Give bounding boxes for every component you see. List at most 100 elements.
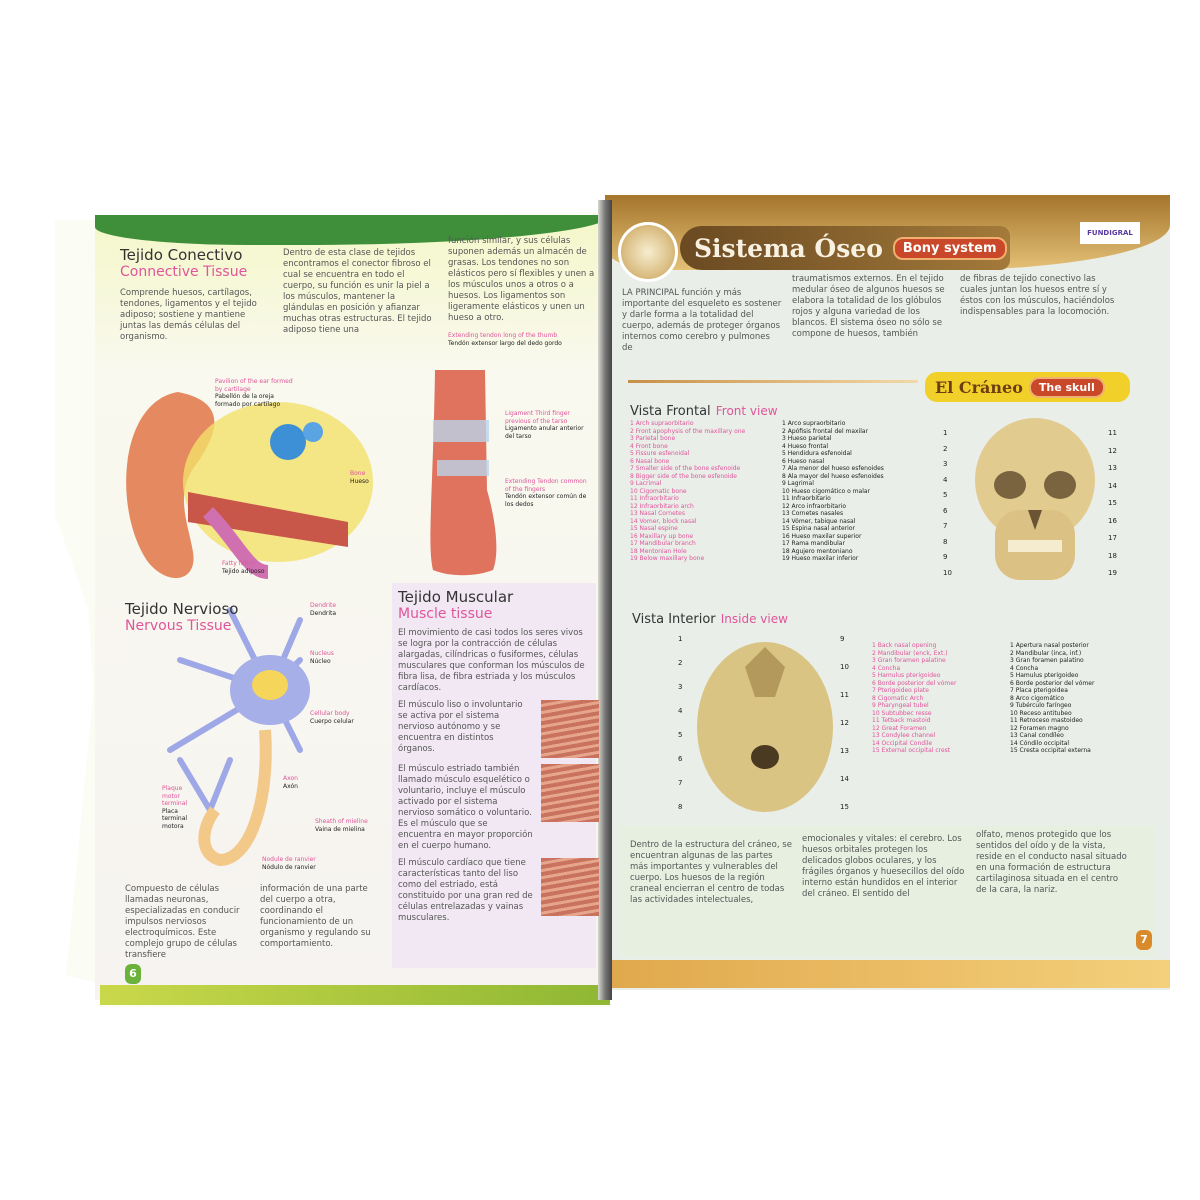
- inside-label-en: 5 Hamulus pterigoideo: [872, 672, 941, 679]
- muscle-striated-text: El músculo estriado también llamado músc…: [398, 764, 533, 851]
- front-view-title: Vista Frontal: [630, 404, 711, 419]
- divider: [628, 380, 918, 383]
- inside-label-es: 6 Borde posterior del vómer: [1010, 679, 1095, 687]
- front-label-es: 7 Ala menor del hueso esfenoides: [782, 465, 884, 472]
- publisher-logo: FUNDIGRAL: [1080, 222, 1140, 244]
- inside-label-es: 8 Arco cigomático: [1010, 694, 1064, 702]
- front-label-es: 4 Hueso frontal: [782, 442, 829, 450]
- inside-label-es: 14 Cóndilo occipital: [1010, 739, 1070, 747]
- inside-label-en: 15 External occipital crest: [872, 747, 951, 754]
- foot-label-2: Ligament Third finger previous of the ta…: [505, 410, 584, 440]
- inside-label-en: 8 Cigomatic Arch: [872, 694, 924, 702]
- front-label-en: 8 Bigger side of the bone esfenoide: [630, 472, 737, 480]
- right-footer-band: [605, 960, 1170, 988]
- front-label-es: 1 Arco supraorbitario: [782, 420, 846, 427]
- skull-title: El Cráneo: [935, 377, 1023, 397]
- skull-text-3: olfato, menos protegido que los sentidos…: [976, 830, 1127, 895]
- skull-inside-illustration: [697, 642, 833, 812]
- callout-number: 11: [840, 691, 849, 699]
- nervous-col1-flow: Compuesto de células llamadas neuronas, …: [125, 884, 250, 984]
- bony-intro-1: LA PRINCIPAL función y más importante de…: [622, 288, 782, 353]
- right-page-number: 7: [1136, 930, 1152, 950]
- inside-label-en: 14 Occipital Condile: [872, 739, 933, 747]
- inside-view-subtitle: Inside view: [720, 612, 788, 626]
- system-banner: Sistema Óseo Bony system: [680, 226, 1010, 270]
- front-label-en: 14 Vomer, block nasal: [630, 517, 697, 525]
- front-label-en: 17 Mandibular branch: [630, 540, 696, 547]
- muscle-section: Tejido Muscular Muscle tissue El movimie…: [392, 583, 599, 968]
- callout-number: 14: [840, 775, 849, 783]
- callout-number: 13: [840, 747, 849, 755]
- callout-number: 15: [1108, 499, 1117, 507]
- callout-number: 6: [678, 755, 683, 763]
- connective-text-2: Dentro de esta clase de tejidos encontra…: [283, 248, 432, 335]
- callout-number: 9: [943, 553, 948, 562]
- callout-number: 10: [943, 569, 952, 577]
- front-label-es: 19 Hueso maxilar inferior: [782, 555, 859, 562]
- front-label-es: 12 Arco infraorbitario: [782, 502, 847, 510]
- front-label-en: 11 Infraorbitario: [630, 495, 679, 502]
- inside-label-es: 5 Hamulus pterigoideo: [1010, 672, 1079, 679]
- inside-label-en: 3 Gran foramen palatine: [872, 657, 946, 664]
- muscle-smooth-text: El músculo liso o involuntario se activa…: [398, 700, 523, 754]
- callout-number: 8: [678, 803, 683, 811]
- callout-number: 1: [943, 429, 948, 437]
- callout-number: 5: [678, 731, 683, 739]
- callout-number: 2: [943, 444, 948, 453]
- front-label-es: 3 Hueso parietal: [782, 435, 832, 442]
- front-view-subtitle: Front view: [715, 404, 778, 418]
- cardiac-muscle-row: El músculo cardíaco que tiene caracterís…: [398, 858, 599, 924]
- skull-subtitle: The skull: [1028, 376, 1105, 398]
- bony-intro-3: de fibras de tejido conectivo las cuales…: [960, 274, 1115, 317]
- skull-front-illustration: [975, 418, 1095, 580]
- front-label-en: 12 Infraorbitario arch: [630, 502, 694, 510]
- system-subtitle: Bony system: [892, 236, 1007, 260]
- front-label-en: 2 Front apophysis of the maxillary one: [630, 427, 746, 435]
- cardiac-muscle-image: [541, 858, 599, 916]
- callout-number: 14: [1108, 481, 1117, 490]
- callout-number: 11: [1108, 429, 1117, 437]
- front-label-en: 15 Nasal espine: [630, 525, 678, 532]
- left-page-number: 6: [125, 964, 141, 984]
- neuron-illustration: [167, 607, 310, 867]
- inside-label-es: 12 Foramen magno: [1010, 724, 1069, 732]
- front-label-en: 10 Cigomatic bone: [630, 487, 687, 495]
- front-label-es: 9 Lagrimal: [782, 480, 814, 487]
- front-label-es: 6 Hueso nasal: [782, 457, 825, 465]
- front-label-es: 14 Vómer, tabique nasal: [782, 517, 856, 525]
- nervous-title: Tejido Nervioso: [125, 600, 239, 618]
- inside-label-en: 6 Borde posterior del vómer: [872, 679, 957, 687]
- front-label-es: 5 Hendidura esfenoidal: [782, 450, 852, 457]
- callout-number: 9: [840, 635, 845, 643]
- smooth-muscle-row: El músculo liso o involuntario se activa…: [398, 700, 599, 758]
- nervous-heading: Tejido Nervioso Nervous Tissue: [125, 600, 238, 634]
- inside-view-heading: Vista Interior Inside view: [632, 608, 788, 627]
- front-label-en: 6 Nasal bone: [630, 457, 670, 465]
- front-label-es: 18 Agujero mentoniano: [782, 547, 853, 555]
- front-label-en: 16 Maxillary up bone: [630, 532, 694, 540]
- inside-view-title: Vista Interior: [632, 612, 716, 627]
- smooth-muscle-image: [541, 700, 599, 758]
- ear-illustration: [126, 392, 373, 579]
- callout-number: 16: [1108, 516, 1117, 525]
- front-label-en: 1 Arch supraorbitario: [630, 420, 694, 427]
- book-gutter: [598, 200, 612, 1000]
- callout-number: 7: [678, 779, 683, 787]
- callout-number: 6: [943, 506, 948, 515]
- inside-label-es: 1 Apertura nasal posterior: [1010, 642, 1089, 649]
- inside-label-en: 10 Subtubbec resse: [872, 709, 932, 717]
- inside-label-en: 2 Mandibular (enck, Ext.): [872, 649, 948, 657]
- muscle-cardiac-text: El músculo cardíaco que tiene caracterís…: [398, 858, 533, 923]
- connective-text-1: Comprende huesos, cartílagos, tendones, …: [120, 288, 257, 342]
